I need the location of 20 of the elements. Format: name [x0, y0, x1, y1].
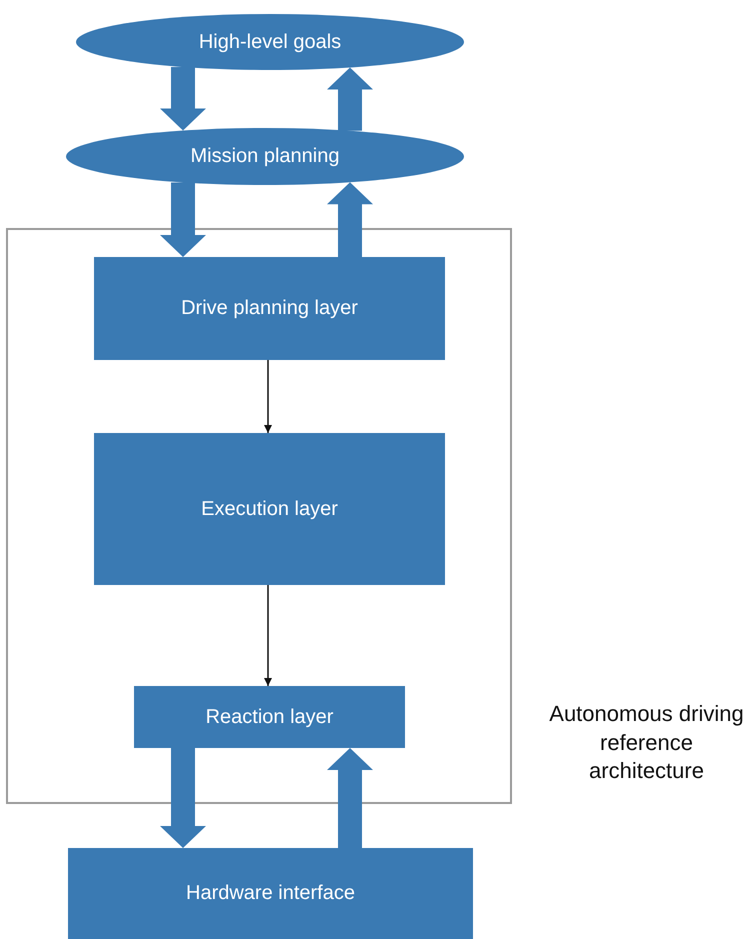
- arrow: [264, 585, 272, 686]
- process-box: [94, 257, 445, 360]
- group-frame: [6, 228, 512, 804]
- node-label: Mission planning: [190, 145, 340, 168]
- process-box: [68, 848, 473, 939]
- block-arrow: [327, 748, 373, 848]
- block-arrow: [327, 182, 373, 257]
- node-label: Drive planning layer: [181, 297, 358, 320]
- block-arrow: [160, 748, 206, 848]
- group-caption: Autonomous driving reference architecture: [548, 700, 745, 786]
- process-box: [94, 433, 445, 585]
- arrow: [264, 360, 272, 433]
- process-box: [134, 686, 405, 748]
- node-label: High-level goals: [198, 30, 342, 54]
- block-arrow: [160, 67, 206, 131]
- node-label: Reaction layer: [206, 706, 334, 728]
- node-label: Hardware interface: [186, 882, 355, 905]
- block-arrow: [327, 68, 373, 131]
- block-arrow: [160, 182, 206, 257]
- node-label: Execution layer: [201, 498, 338, 520]
